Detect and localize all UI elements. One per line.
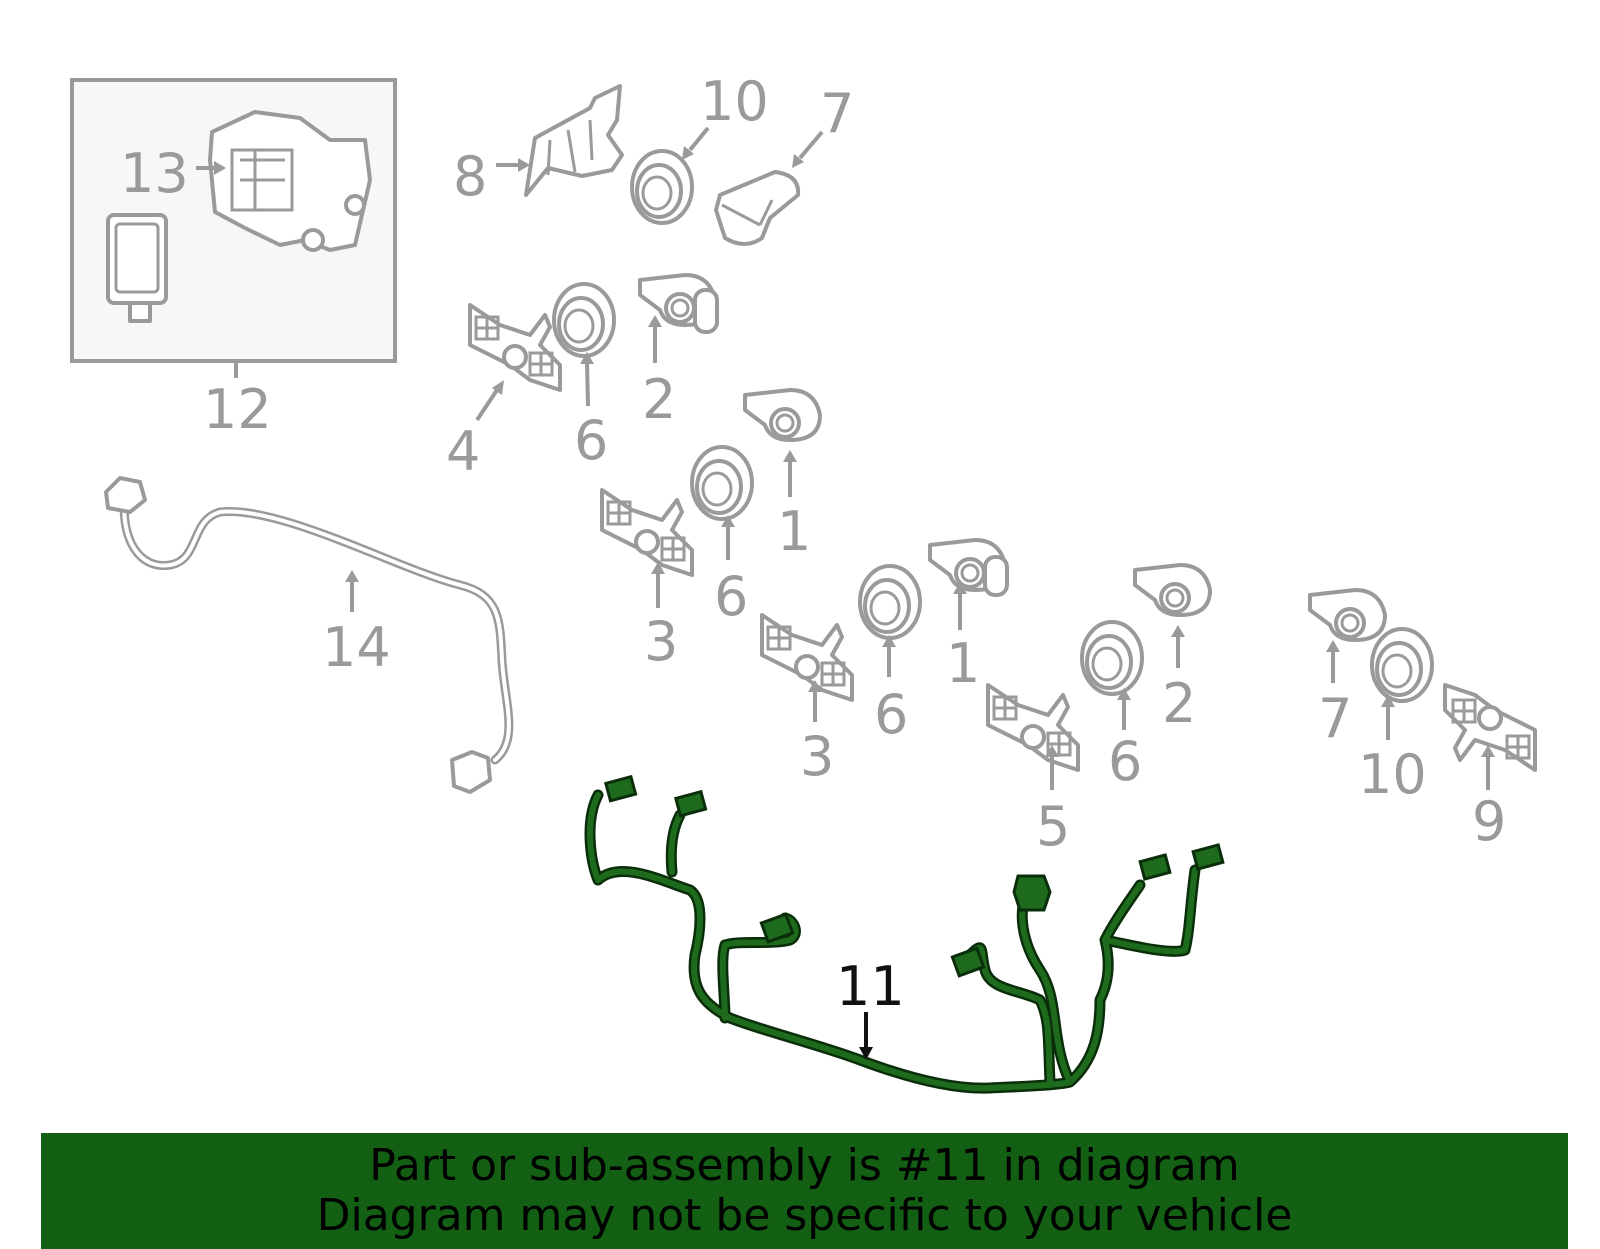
bracket-5 [986,683,1080,772]
ring-10-top [630,149,694,225]
mount-plate [524,84,624,197]
callout-13: 13 [120,142,189,205]
callout-6-d: 6 [1108,730,1142,793]
callout-arrows [196,126,1495,1060]
callout-12: 12 [203,378,272,441]
bracket-3-a [600,488,694,577]
sensor-2-a [638,273,719,334]
callout-6-c: 6 [874,683,908,746]
callout-8: 8 [453,145,487,208]
wiring-harness-11 [584,774,1225,1094]
sensor-2-b [1133,563,1212,617]
ring-6-b [690,445,754,521]
callout-6-a: 6 [574,409,608,472]
info-banner: Part or sub-assembly is #11 in diagram D… [41,1133,1568,1249]
sensor-1-a [743,388,822,442]
control-module [106,213,168,323]
module-bracket [208,110,372,252]
banner-line-1: Part or sub-assembly is #11 in diagram [369,1140,1240,1191]
callout-1-a: 1 [777,500,811,563]
ring-6-c [858,564,922,640]
callout-10-b: 10 [1358,743,1427,806]
callout-3-a: 3 [644,610,678,673]
callout-9: 9 [1472,790,1506,853]
callout-2-b: 2 [1162,672,1196,735]
callout-3-b: 3 [800,725,834,788]
bracket-4 [468,303,562,392]
sensor-1-b [928,538,1009,597]
callout-14: 14 [322,616,391,679]
sensor-7-top [714,170,801,246]
ring-6-a [552,282,616,358]
callout-11: 11 [836,955,905,1018]
bracket-3-b [760,613,854,702]
sensor-cable [104,476,514,794]
callout-6-b: 6 [714,565,748,628]
callout-1-b: 1 [946,632,980,695]
callout-7-b: 7 [1318,687,1352,750]
sensor-7-b [1308,588,1387,642]
callout-2-a: 2 [642,368,676,431]
banner-line-2: Diagram may not be specific to your vehi… [316,1190,1293,1241]
ring-10-b [1370,627,1434,703]
callout-7-top: 7 [820,82,854,145]
callout-4: 4 [446,420,480,483]
ring-6-d [1080,620,1144,696]
callout-5: 5 [1036,795,1070,858]
callout-10-top: 10 [700,70,769,133]
